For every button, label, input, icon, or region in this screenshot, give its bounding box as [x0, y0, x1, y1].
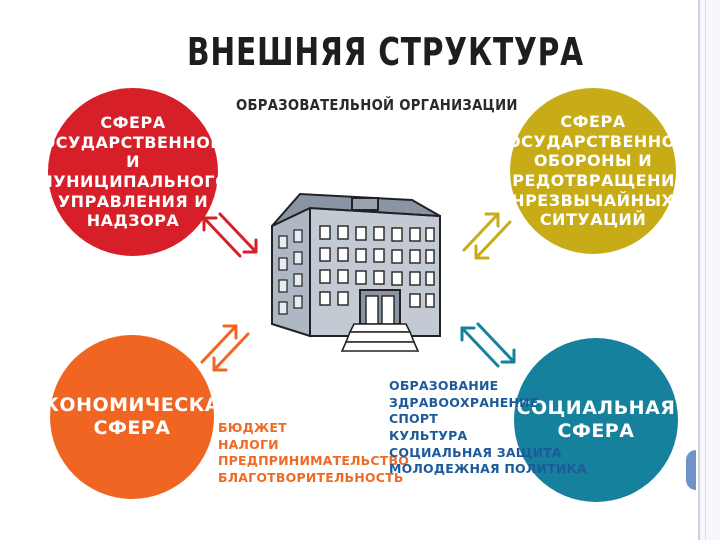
social-items-list: ОБРАЗОВАНИЕ ЗДРАВООХРАНЕНИЕ СПОРТ КУЛЬТУ… [389, 378, 587, 478]
bidirectional-arrow-icon-economic [196, 318, 256, 376]
social-item: КУЛЬТУРА [389, 428, 587, 445]
bidirectional-arrow-icon-defense [458, 206, 518, 264]
social-item: СПОРТ [389, 411, 587, 428]
social-item: ЗДРАВООХРАНЕНИЕ [389, 395, 587, 412]
economic-item: НАЛОГИ [218, 437, 409, 454]
school-building-icon [262, 186, 452, 356]
social-item: СОЦИАЛЬНАЯ ЗАЩИТА [389, 445, 587, 462]
economic-item: БЮДЖЕТ [218, 420, 409, 437]
bidirectional-arrow-icon-social [456, 318, 520, 376]
social-item: МОЛОДЕЖНАЯ ПОЛИТИКА [389, 461, 587, 478]
diagram-subtitle: ОБРАЗОВАТЕЛЬНОЙ ОРГАНИЗАЦИИ [236, 96, 518, 114]
bidirectional-arrow-icon-state [198, 208, 262, 266]
slide-frame-border [698, 0, 720, 540]
social-item: ОБРАЗОВАНИЕ [389, 378, 587, 395]
diagram-title: ВНЕШНЯЯ СТРУКТУРА [187, 30, 456, 74]
sphere-economic-circle: ЭКОНОМИЧЕСКАЯ СФЕРА [50, 335, 214, 499]
economic-item: ПРЕДПРИНИМАТЕЛЬСТВО [218, 453, 409, 470]
sphere-defense-label: СФЕРА ГОСУДАРСТВЕННОЙ ОБОРОНЫ И ПРЕДОТВР… [496, 112, 689, 229]
economic-item: БЛАГОТВОРИТЕЛЬНОСТЬ [218, 470, 409, 487]
sphere-economic-label: ЭКОНОМИЧЕСКАЯ СФЕРА [29, 394, 235, 440]
slide-side-tab [686, 450, 696, 490]
sphere-defense-circle: СФЕРА ГОСУДАРСТВЕННОЙ ОБОРОНЫ И ПРЕДОТВР… [510, 88, 676, 254]
economic-items-list: БЮДЖЕТ НАЛОГИ ПРЕДПРИНИМАТЕЛЬСТВО БЛАГОТ… [218, 420, 409, 487]
sphere-state-circle: СФЕРА ГОСУДАРСТВЕННОГО И МУНИЦИПАЛЬНОГО … [48, 88, 218, 256]
